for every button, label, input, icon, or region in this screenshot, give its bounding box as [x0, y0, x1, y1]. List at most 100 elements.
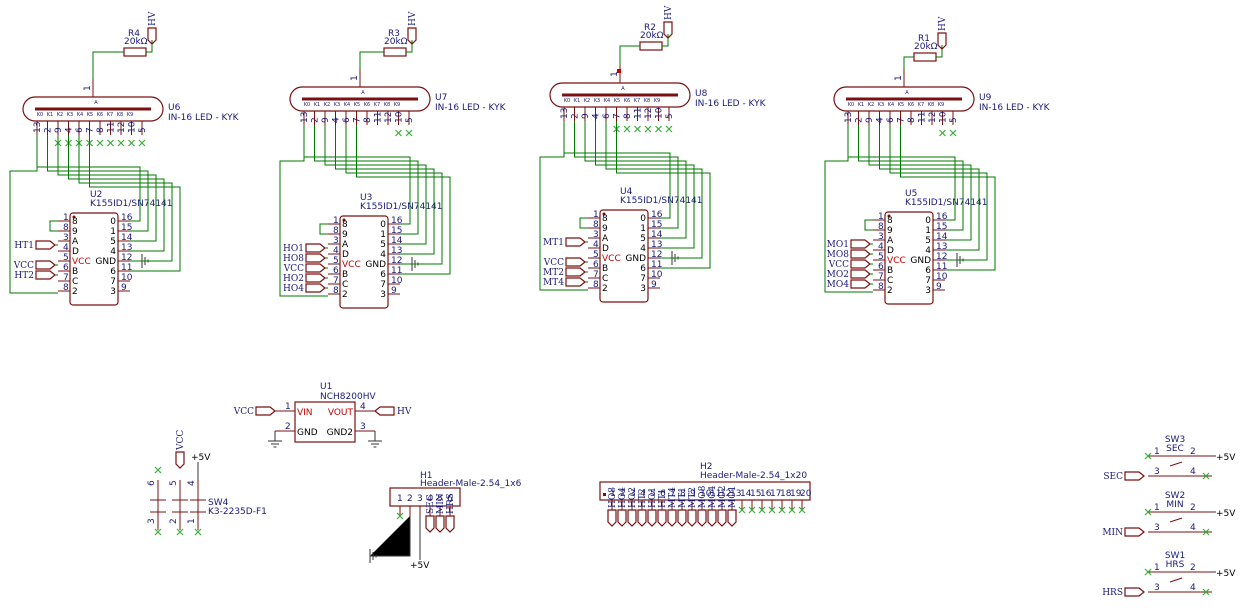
- no-connect-mark: [154, 528, 162, 536]
- no-connect-mark: [138, 139, 146, 147]
- driver-pin-number: 15: [391, 226, 402, 236]
- driver-pin-number: 13: [651, 240, 662, 250]
- pin-number: 1: [1154, 563, 1160, 573]
- driver-pin-number: 3: [593, 230, 599, 240]
- tube-pin-number: 6: [75, 127, 85, 133]
- net-label: HT1: [14, 241, 34, 251]
- driver-pin-number: 15: [936, 222, 947, 232]
- driver-pin-number: 5: [878, 252, 884, 262]
- no-connect-mark: [939, 129, 946, 137]
- tube-pin-number: 4: [332, 117, 342, 123]
- tube-pin-number: 9: [54, 127, 64, 133]
- wire: [345, 125, 443, 265]
- tube-pin-number: 10: [395, 111, 405, 123]
- no-connect-mark: [758, 506, 766, 514]
- pin-name: VIN: [297, 408, 313, 418]
- net-flag: MO4: [827, 279, 871, 290]
- driver-pin-name: VCC: [72, 257, 91, 267]
- tube-value: IN-16 LED - KYK: [435, 103, 507, 113]
- net-label: MT2: [688, 487, 698, 508]
- no-connect-mark: [396, 512, 404, 520]
- wire: [89, 135, 181, 272]
- net-flag: VCC: [283, 263, 326, 274]
- net-flag: HT2: [637, 488, 648, 527]
- resistor[interactable]: [383, 47, 407, 57]
- tube-pin-number: 13: [33, 122, 43, 133]
- tube-pin-number: 13: [844, 112, 854, 123]
- pin-number: 9: [690, 489, 696, 499]
- tube-pin-label: K7: [107, 112, 113, 118]
- net-flag: HRS: [1102, 587, 1145, 598]
- tube-pin-label: K7: [374, 102, 380, 108]
- net-label: HV: [148, 11, 158, 26]
- tube-ref: U8: [695, 89, 708, 99]
- resistor[interactable]: [123, 47, 147, 57]
- no-connect-mark: [748, 506, 756, 514]
- wire: [864, 219, 873, 231]
- no-connect-mark: [768, 506, 776, 514]
- resistor[interactable]: [639, 41, 663, 51]
- net-flag: HO1: [283, 243, 326, 254]
- header-ref: H1: [420, 471, 433, 481]
- header-value: Header-Male-2.54_1x6: [420, 479, 522, 489]
- net-label: SEC: [1103, 472, 1123, 482]
- net-flag: HO2: [627, 487, 638, 527]
- driver-pin-name: 3: [925, 286, 931, 296]
- tube-pin-label: K3: [67, 112, 73, 118]
- driver-pin-number: 6: [878, 262, 884, 272]
- net-flag: MT4: [667, 487, 678, 527]
- wire: [92, 51, 124, 79]
- tube-pin-label: K0: [564, 98, 570, 104]
- driver-pin-number: 13: [121, 243, 132, 253]
- driver-pin-name: D: [887, 246, 894, 256]
- resistor[interactable]: [913, 52, 937, 62]
- driver-pin-number: 12: [936, 252, 947, 262]
- driver-pin-number: 3: [63, 233, 69, 243]
- net-flag: HV: [407, 11, 418, 45]
- net-label: +5V: [1216, 569, 1236, 579]
- resistor-ref: R1: [918, 34, 930, 44]
- driver-pin-name: 1: [640, 224, 646, 234]
- net-flag: HO1: [647, 487, 658, 527]
- net-flag: MT1: [677, 487, 688, 527]
- wire: [900, 125, 996, 271]
- pin-number: 3: [360, 422, 366, 432]
- tube-pin-label: K2: [584, 98, 590, 104]
- wire: [68, 135, 165, 252]
- tube-pin-label: K4: [604, 98, 610, 104]
- net-label: VCC: [283, 264, 304, 274]
- no-connect-mark: [798, 506, 806, 514]
- tube-pin-number: 2: [311, 117, 321, 123]
- no-connect-mark: [778, 506, 786, 514]
- driver-pin-number: 8: [333, 226, 339, 236]
- pin-number: 14: [740, 489, 752, 499]
- net-label: MT1: [678, 487, 688, 508]
- driver-pin-number: 8: [878, 222, 884, 232]
- net-flag: HO8: [607, 487, 618, 527]
- driver-pin-name: GND: [365, 260, 386, 270]
- driver-pin-number: 10: [121, 273, 133, 283]
- tube-pin-label: K8: [117, 112, 123, 118]
- tube-pin-label: K6: [624, 98, 630, 104]
- tube-pin-number: 4: [876, 117, 886, 123]
- resistor-value: 20kΩ: [124, 37, 148, 47]
- driver-pin-number: 14: [121, 233, 133, 243]
- driver-pin-name: 3: [380, 290, 386, 300]
- driver-pin-number: 8: [333, 286, 339, 296]
